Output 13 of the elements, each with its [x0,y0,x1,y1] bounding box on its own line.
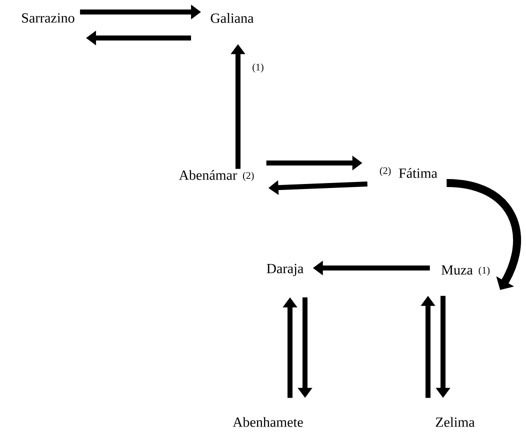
index-label: (2) [243,172,254,181]
name-label: Abenhamete [232,417,303,427]
name-label: Daraja [266,264,304,276]
index-label: (2) [380,167,391,176]
index-label: (1) [478,266,490,276]
edge-label: (1) [252,63,264,73]
name-label: Sarrazino [22,13,74,23]
name-label: Zelima [436,417,475,427]
arrow [446,179,521,290]
name-label: Abenámar [179,170,238,180]
name-label: Muza [441,265,473,275]
name-label: Fátima [398,168,438,178]
name-label: Galiana [210,13,254,23]
